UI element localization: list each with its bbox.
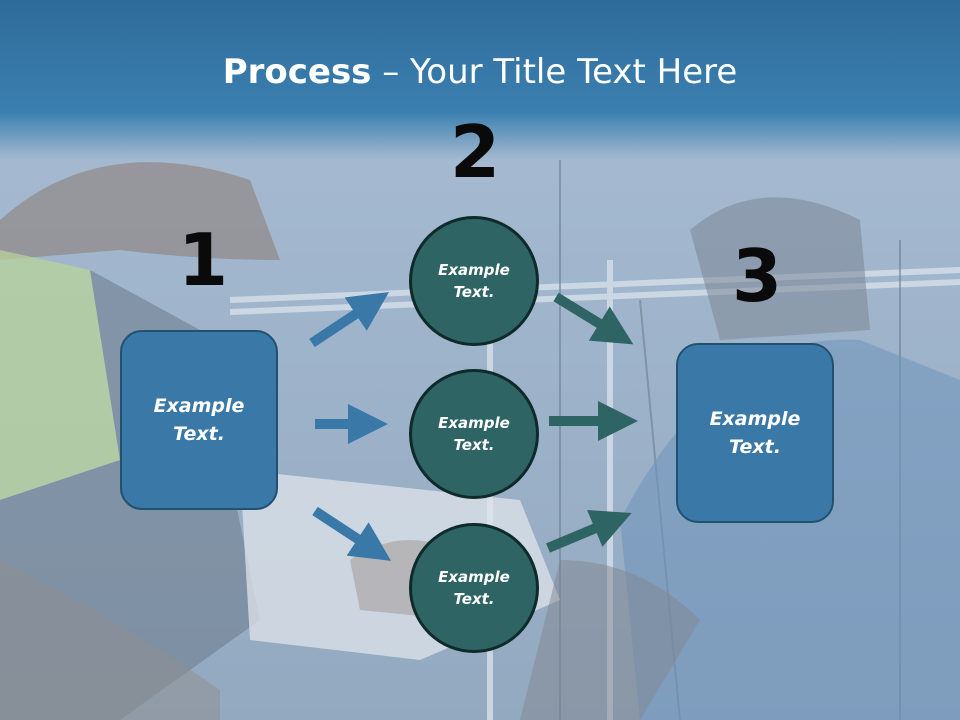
step-number-3: 3 xyxy=(732,234,783,318)
title-rest: – Your Title Text Here xyxy=(371,52,738,92)
circle-middle-text: Example Text. xyxy=(438,413,510,455)
title-band xyxy=(0,0,960,160)
slide-title: Process – Your Title Text Here xyxy=(0,52,960,92)
circle-bottom-text: Example Text. xyxy=(438,567,510,609)
step-number-2: 2 xyxy=(450,110,501,194)
left-box: Example Text. xyxy=(120,330,278,510)
left-box-text: Example Text. xyxy=(153,394,245,446)
title-bold: Process xyxy=(222,52,372,92)
circle-middle: Example Text. xyxy=(409,369,539,499)
circle-top-text: Example Text. xyxy=(438,260,510,302)
step-number-1: 1 xyxy=(178,218,229,302)
circle-bottom: Example Text. xyxy=(409,523,539,653)
right-box-text: Example Text. xyxy=(709,407,801,459)
right-box: Example Text. xyxy=(676,343,834,523)
circle-top: Example Text. xyxy=(409,216,539,346)
